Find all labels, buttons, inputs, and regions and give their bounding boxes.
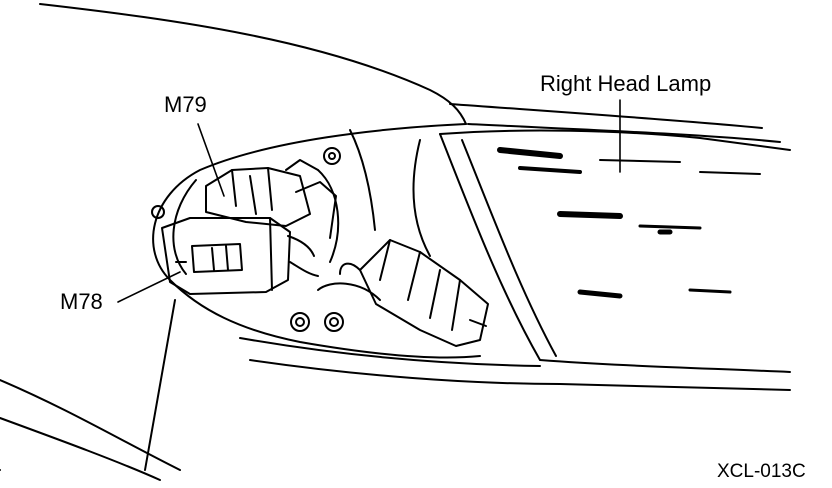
access-opening: [152, 123, 481, 359]
headlamp-housing: [239, 103, 791, 391]
connector-m79: [205, 159, 340, 263]
mounting-bolts: [151, 147, 344, 332]
leader-lines: [117, 99, 621, 303]
callout-m78: M78: [60, 289, 103, 314]
callout-m79: M79: [164, 92, 207, 117]
figure-id: XCL-013C: [717, 461, 806, 482]
connector-m78: [161, 217, 319, 295]
lamp-connector: [339, 239, 489, 347]
callout-right-head-lamp: Right Head Lamp: [540, 71, 712, 96]
